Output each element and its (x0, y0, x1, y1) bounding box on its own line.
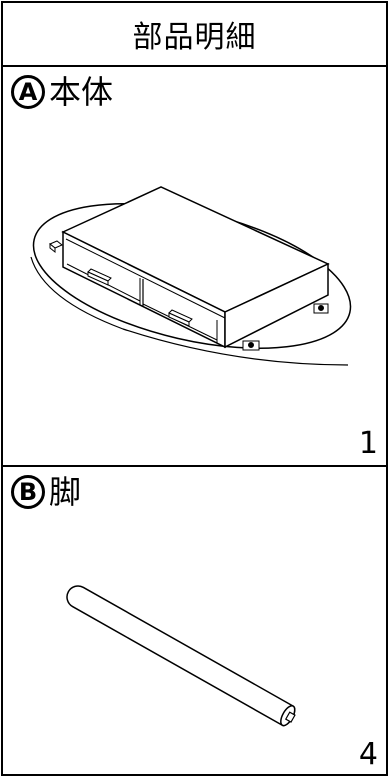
part-a-section: A 本体 (3, 67, 386, 467)
part-a-quantity: 1 (358, 426, 378, 461)
table-body-drawing (30, 186, 352, 366)
part-a-letter-badge: A (11, 75, 45, 109)
page-title: 部品明細 (3, 3, 386, 67)
part-b-quantity: 4 (358, 737, 378, 772)
leg-mount-left (49, 240, 63, 254)
part-a-header: A 本体 (11, 75, 113, 109)
leg-mount-front (242, 340, 260, 351)
leg-rod (66, 585, 296, 727)
cabinet-side (224, 262, 329, 349)
part-a-name: 本体 (49, 73, 114, 111)
part-b-name: 脚 (49, 473, 82, 511)
part-b-letter-badge: B (11, 475, 45, 509)
leg-mount-right (313, 303, 329, 314)
tabletop-edge (30, 256, 349, 366)
leg-bolt (284, 711, 296, 723)
part-b-header: B 脚 (11, 475, 81, 509)
part-b-section: B 脚 4 (3, 467, 386, 776)
leg-drawing (66, 585, 296, 727)
